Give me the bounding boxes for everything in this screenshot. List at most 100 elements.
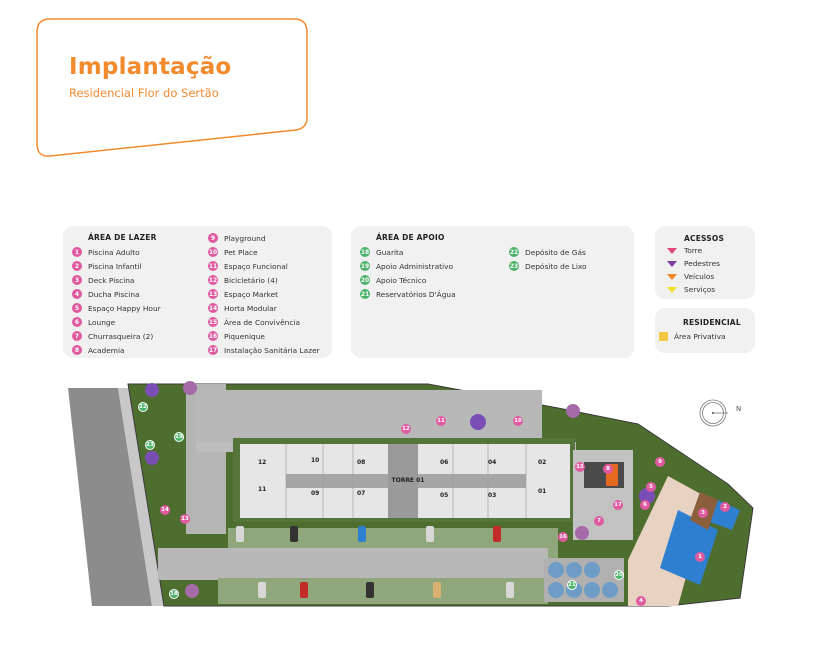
number-badge: 13 (208, 289, 218, 299)
access-pedestrian-icon (667, 260, 677, 267)
legend-label: Piscina Adulto (88, 247, 140, 257)
unit-label: 02 (538, 459, 547, 466)
map-pin[interactable]: 18 (169, 589, 179, 599)
number-badge: 22 (509, 247, 519, 257)
legend-label: Veículos (684, 272, 715, 281)
sidewalk (118, 388, 164, 606)
legend-label: Lounge (88, 317, 116, 327)
map-pin[interactable]: 9 (655, 457, 665, 467)
map-pin[interactable]: 10 (513, 416, 523, 426)
map-pin[interactable]: 5 (646, 482, 656, 492)
parking-lane (158, 548, 548, 580)
legend-label: Espaço Happy Hour (88, 303, 161, 313)
number-badge: 3 (72, 275, 82, 285)
map-pin[interactable]: 11 (436, 416, 446, 426)
legend-label: Depósito de Lixo (525, 261, 587, 271)
map-pin[interactable]: 21 (567, 580, 577, 590)
legend-item: 4 Ducha Piscina (72, 287, 161, 301)
legend-acessos-heading: ACESSOS (684, 234, 725, 243)
legend-item: 21 Reservatórios D'Água (360, 287, 456, 301)
tower-core (388, 444, 418, 518)
number-badge: 6 (72, 317, 82, 327)
number-badge: 4 (72, 289, 82, 299)
legend-lazer-heading: ÁREA DE LAZER (88, 233, 157, 242)
legend-label: Pet Place (224, 247, 258, 257)
legend-label: Playground (224, 233, 266, 243)
legend-label: Churrasqueira (2) (88, 331, 154, 341)
legend-item: Pedestres (667, 257, 720, 270)
map-pin[interactable]: 6 (640, 500, 650, 510)
number-badge: 2 (72, 261, 82, 271)
compass-north-label: N (736, 405, 742, 413)
legend-acessos-list: Torre Pedestres Veículos Serviços (667, 244, 720, 296)
map-pin[interactable]: 15 (575, 462, 585, 472)
legend-label: Bicicletário (4) (224, 275, 278, 285)
legend-label: Espaço Funcional (224, 261, 288, 271)
map-pin[interactable]: 13 (180, 514, 190, 524)
legend-label: Área de Convivência (224, 317, 300, 327)
unit-label: 08 (357, 459, 366, 466)
legend-residencial-panel: RESIDENCIAL Área Privativa (655, 308, 755, 353)
site-plan: 12 10 08 06 04 02 11 09 07 05 03 01 TORR… (68, 380, 758, 612)
number-badge: 21 (360, 289, 370, 299)
access-torre-icon (667, 247, 677, 254)
legend-label: Torre (684, 246, 703, 255)
legend-label: Ducha Piscina (88, 289, 140, 299)
number-badge: 17 (208, 345, 218, 355)
legend-label: Reservatórios D'Água (376, 289, 456, 299)
unit-label: 04 (488, 459, 497, 466)
legend-label: Piquenique (224, 331, 265, 341)
legend-label: Pedestres (684, 259, 720, 268)
map-pin[interactable]: 17 (613, 500, 623, 510)
legend-apoio-heading: ÁREA DE APOIO (376, 233, 445, 242)
legend-item: Área Privativa (659, 329, 726, 343)
map-pin[interactable]: 12 (401, 424, 411, 434)
tower-label: TORRE 01 (391, 477, 425, 484)
map-pin[interactable]: 7 (594, 516, 604, 526)
map-pin[interactable]: 20 (614, 570, 624, 580)
legend-label: Deck Piscina (88, 275, 135, 285)
unit-label: 06 (440, 459, 449, 466)
number-badge: 9 (208, 233, 218, 243)
legend-label: Piscina Infantil (88, 261, 142, 271)
map-pin[interactable]: 14 (160, 505, 170, 515)
legend-item: 2 Piscina Infantil (72, 259, 161, 273)
map-pin[interactable]: 3 (698, 508, 708, 518)
map-pin[interactable]: 23 (145, 440, 155, 450)
unit-label: 12 (258, 459, 267, 466)
access-service-icon (667, 286, 677, 293)
map-pin[interactable]: 16 (558, 532, 568, 542)
map-pin[interactable]: 22 (138, 402, 148, 412)
title-card: Implantação Residencial Flor do Sertão (36, 18, 308, 158)
unit-label: 01 (538, 488, 547, 495)
legend-label: Espaço Market (224, 289, 279, 299)
map-pin[interactable]: 8 (603, 464, 613, 474)
legend-label: Apoio Administrativo (376, 261, 453, 271)
page-title: Implantação (69, 54, 232, 80)
legend-label: Depósito de Gás (525, 247, 586, 257)
map-pin[interactable]: 1 (695, 552, 705, 562)
title-card-frame (36, 18, 308, 157)
map-pin[interactable]: 2 (720, 502, 730, 512)
site-plan-drawing (68, 381, 754, 607)
number-badge: 12 (208, 275, 218, 285)
legend-item: 12 Bicicletário (4) (208, 273, 320, 287)
private-area-swatch (659, 331, 668, 341)
unit-label: 11 (258, 486, 267, 493)
map-pin[interactable]: 19 (174, 432, 184, 442)
pool-kids (710, 500, 740, 530)
pool-adult (660, 510, 718, 585)
legend-item: 13 Espaço Market (208, 287, 320, 301)
map-pin[interactable]: 4 (636, 596, 646, 606)
